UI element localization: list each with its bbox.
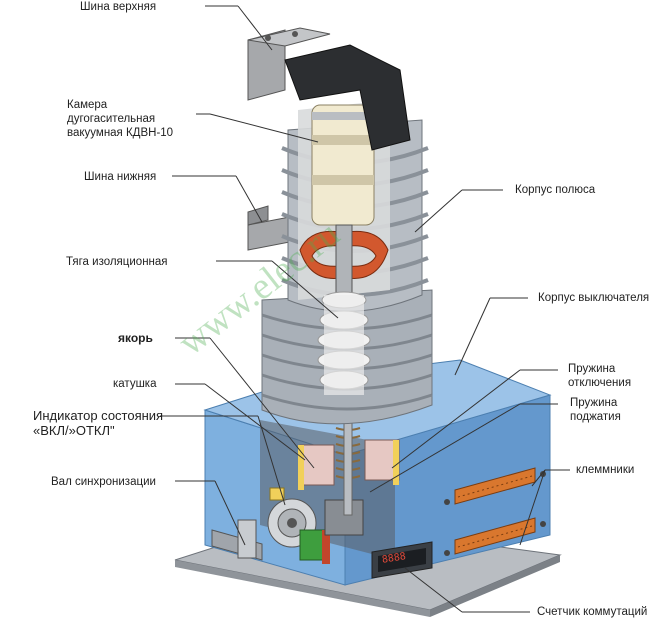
label-breaker-housing: Корпус выключателя [538,292,650,304]
label-pole-housing: Корпус полюса [515,184,596,196]
synchronization-shaft [211,498,364,564]
label-contact-spring: Пружина поджатия [570,397,621,423]
operation-counter [371,541,433,579]
label-lower-bus: Шина нижняя [84,171,157,183]
terminal-blocks [444,467,546,556]
contact-bracket [299,230,341,279]
label-upper-bus: Шина верхняя [80,1,157,13]
label-status-indicator: Индикатор состояния «ВКЛ/»ОТКЛ" [33,408,164,438]
label-coil: катушка [113,378,157,390]
leader-lines [160,5,570,613]
label-opening-spring: Пружина отключения [568,363,632,389]
label-armature: якорь [118,331,153,345]
upper-bus [247,27,411,151]
vacuum-chamber [311,104,375,226]
label-terminal-blocks: клеммники [576,464,635,476]
label-vacuum-chamber: Камера дугогасительная вакуумная КДВН-10 [67,99,174,139]
label-sync-shaft: Вал синхронизации [51,476,156,488]
label-insulating-rod: Тяга изоляционная [66,256,168,268]
label-operation-counter: Счетчик коммутаций [537,606,648,618]
